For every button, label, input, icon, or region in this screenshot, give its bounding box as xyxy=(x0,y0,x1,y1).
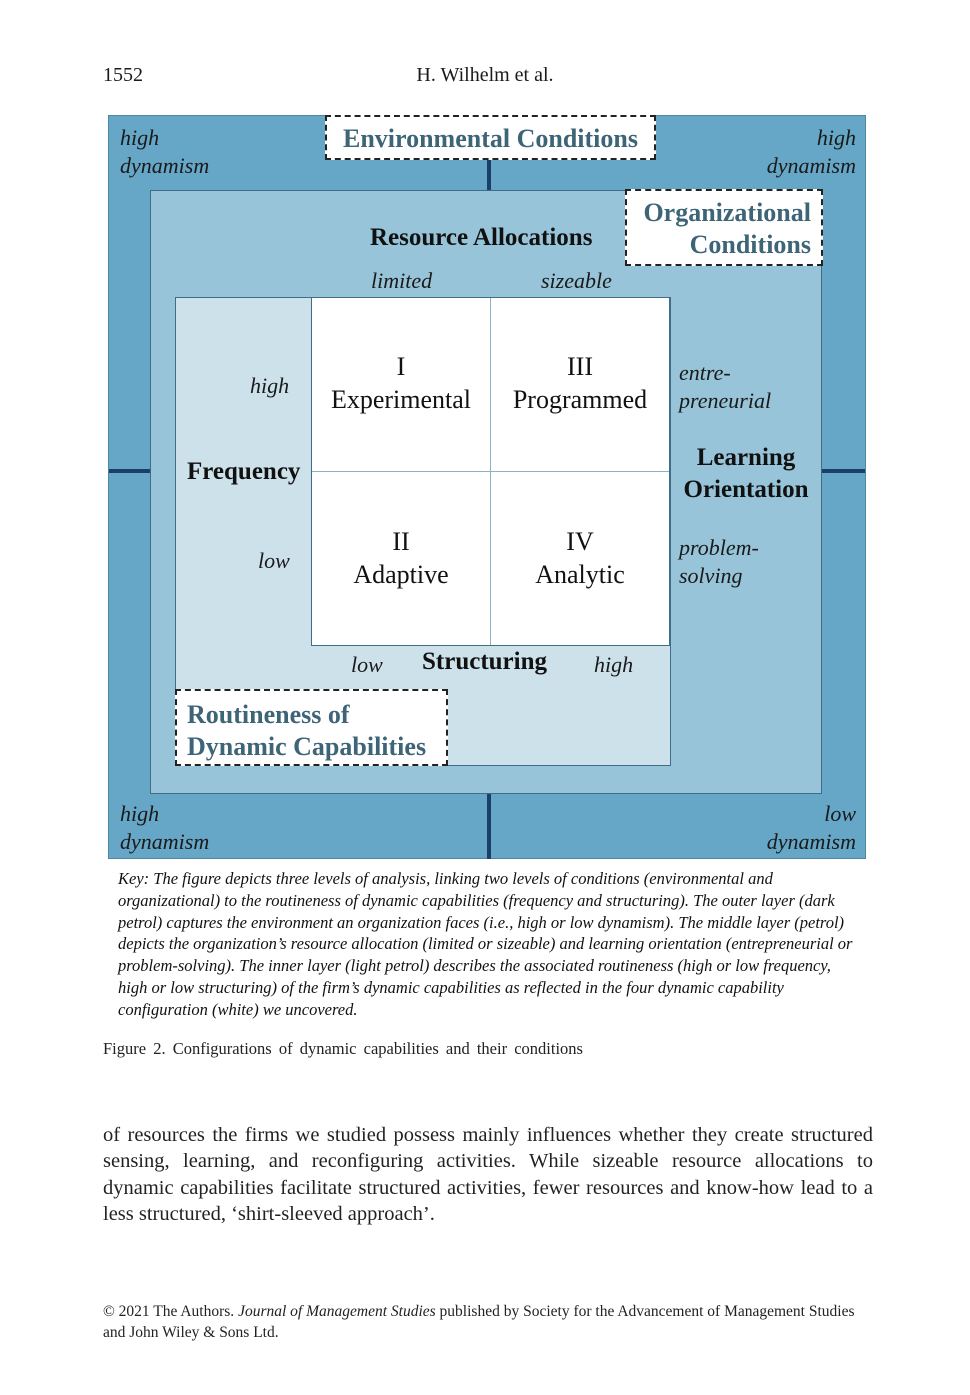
outer-divider-left xyxy=(109,469,150,473)
label-line: solving xyxy=(679,563,743,588)
resource-allocations-title: Resource Allocations xyxy=(370,224,593,251)
label-line: preneurial xyxy=(679,388,772,413)
environmental-conditions-label: Environmental Conditions xyxy=(325,115,656,160)
label-line: Conditions xyxy=(689,230,811,259)
quadrant-programmed: III Programmed xyxy=(491,350,669,416)
quadrant-name: Programmed xyxy=(512,385,648,414)
figure-caption: Figure 2. Configurations of dynamic capa… xyxy=(103,1039,583,1058)
quadrant-analytic: IV Analytic xyxy=(491,525,669,591)
quadrant-experimental: I Experimental xyxy=(312,350,490,416)
corner-level: high xyxy=(816,125,856,150)
corner-dimension: dynamism xyxy=(120,153,210,178)
resource-limited-label: limited xyxy=(371,268,433,293)
label-line: entre- xyxy=(679,360,731,385)
outer-divider-top xyxy=(487,158,491,190)
label-line: Routineness of xyxy=(187,700,350,729)
quadrant-numeral: II xyxy=(392,527,410,556)
quadrant-adaptive: II Adaptive xyxy=(312,525,490,591)
corner-dimension: dynamism xyxy=(766,153,856,178)
structuring-title: Structuring xyxy=(422,648,547,675)
corner-level: low xyxy=(824,801,856,826)
frequency-title: Frequency xyxy=(187,458,301,485)
corner-level: high xyxy=(120,801,160,826)
corner-top-left: high dynamism xyxy=(120,124,209,180)
outer-divider-bottom xyxy=(487,794,491,859)
quadrant-numeral: I xyxy=(396,352,406,381)
outer-divider-right xyxy=(822,469,865,473)
running-head: H. Wilhelm et al. xyxy=(416,64,554,86)
publisher-text: published by Society for the Advancement… xyxy=(103,1303,855,1341)
quadrant-numeral: IV xyxy=(566,527,594,556)
copyright-text: © 2021 The Authors. xyxy=(103,1303,235,1320)
body-paragraph: of resources the firms we studied posses… xyxy=(103,1124,873,1225)
journal-name: Journal of Management Studies xyxy=(238,1303,436,1320)
label-line: Dynamic Capabilities xyxy=(187,732,427,761)
corner-dimension: dynamism xyxy=(766,829,856,854)
copyright-footer: © 2021 The Authors. Journal of Managemen… xyxy=(103,1301,873,1343)
learning-entrepreneurial-label: entre- preneurial xyxy=(679,359,771,415)
corner-bottom-right: low dynamism xyxy=(740,800,856,856)
label-line: problem- xyxy=(679,535,759,560)
page-number: 1552 xyxy=(103,64,143,86)
frequency-high-label: high xyxy=(250,373,290,398)
routineness-label: Routineness of Dynamic Capabilities xyxy=(175,689,448,766)
resource-sizeable-label: sizeable xyxy=(541,268,612,293)
figure-key: Key: The figure depicts three levels of … xyxy=(118,869,853,1019)
structuring-low-label: low xyxy=(351,652,383,677)
label-line: Organizational xyxy=(643,198,811,227)
frequency-low-label: low xyxy=(258,548,290,573)
corner-top-right: high dynamism xyxy=(740,124,856,180)
quadrant-name: Adaptive xyxy=(353,560,449,589)
matrix-horizontal-divider xyxy=(312,471,669,472)
corner-level: high xyxy=(120,125,160,150)
label-line: Orientation xyxy=(683,476,809,503)
organizational-conditions-label: Organizational Conditions xyxy=(625,189,823,266)
learning-orientation-title: Learning Orientation xyxy=(671,442,821,506)
corner-bottom-left: high dynamism xyxy=(120,800,209,856)
learning-problem-solving-label: problem- solving xyxy=(679,534,759,590)
quadrant-name: Analytic xyxy=(535,560,625,589)
label-line: Learning xyxy=(696,444,796,471)
structuring-high-label: high xyxy=(594,652,634,677)
corner-dimension: dynamism xyxy=(120,829,210,854)
quadrant-name: Experimental xyxy=(330,385,472,414)
quadrant-numeral: III xyxy=(567,352,593,381)
